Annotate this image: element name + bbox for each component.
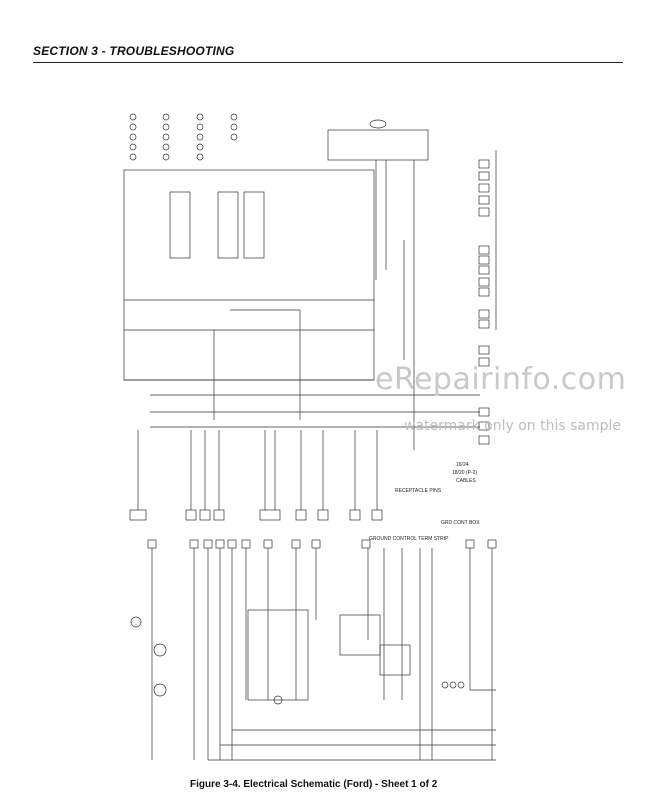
cables-label-1: 16/24 <box>456 462 469 468</box>
watermark-note: watermark only on this sample <box>404 418 622 434</box>
wire-color-legend <box>129 113 238 161</box>
cables-label-2: 18/20 (P-2) <box>452 470 477 476</box>
upper-wiring-frame <box>123 169 375 381</box>
watermark-site: eRepairinfo.com <box>375 362 627 397</box>
grd-cont-box-label: GRD CONT BOX <box>441 520 480 526</box>
receptacle-pins-label: RECEPTACLE PINS <box>395 488 442 494</box>
cables-label-3: CABLES <box>456 478 476 484</box>
figure-caption: Figure 3-4. Electrical Schematic (Ford) … <box>190 779 438 790</box>
section-title: SECTION 3 - TROUBLESHOOTING <box>33 44 235 58</box>
header-rule <box>33 62 623 63</box>
right-terminal-blocks <box>478 159 490 445</box>
ground-control-term-strip-label: GROUND CONTROL TERM STRIP <box>369 536 449 542</box>
lower-wiring-section <box>130 539 497 761</box>
top-connector <box>327 129 429 161</box>
upper-bottom-pins <box>129 430 383 521</box>
